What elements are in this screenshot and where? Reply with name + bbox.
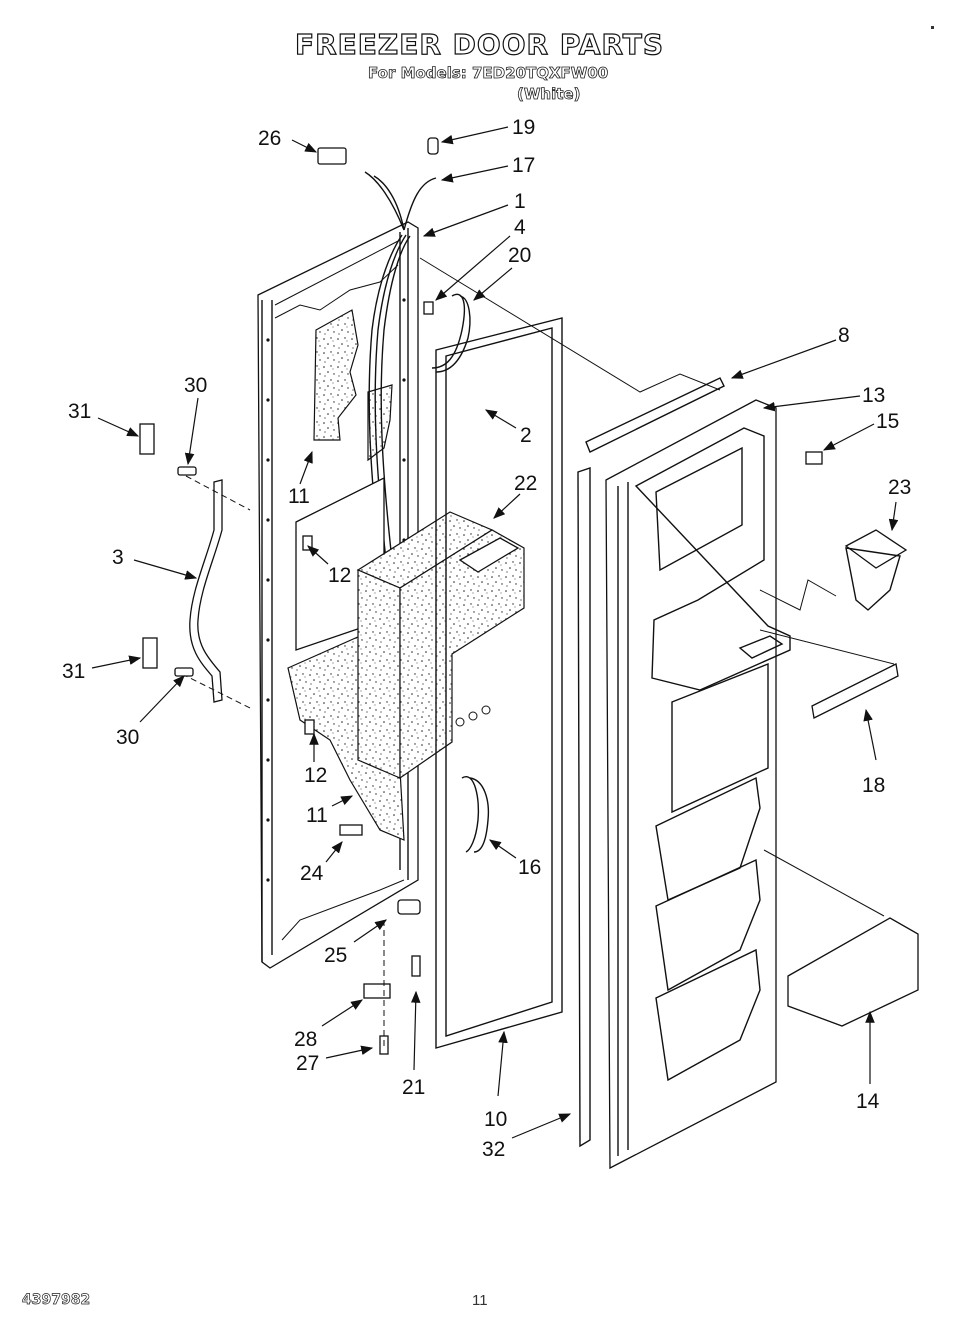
callout-24: 24 bbox=[300, 862, 324, 885]
callout-26: 26 bbox=[258, 127, 281, 150]
callout-11-upper: 11 bbox=[288, 485, 310, 508]
handle-axis-bottom bbox=[181, 673, 251, 709]
handle-axis-top bbox=[185, 475, 251, 511]
callout-10: 10 bbox=[484, 1108, 507, 1131]
callout-8: 8 bbox=[838, 324, 850, 347]
callout-12-lower: 12 bbox=[304, 764, 327, 787]
models-line: For Models: 7ED20TQXFW00 bbox=[368, 64, 609, 83]
page-number: 11 bbox=[472, 1292, 488, 1309]
drain-tube-lower bbox=[461, 776, 490, 853]
callout-20: 20 bbox=[508, 244, 531, 267]
door-handle bbox=[189, 479, 223, 703]
callout-31-bottom: 31 bbox=[62, 660, 85, 683]
switch-24 bbox=[339, 824, 363, 836]
ice-chute bbox=[844, 529, 908, 611]
insulation-strip bbox=[367, 384, 393, 462]
callout-18: 18 bbox=[862, 774, 885, 797]
guide-line-23 bbox=[759, 579, 837, 611]
leader-lines bbox=[91, 126, 899, 1139]
end-cap-bottom bbox=[142, 637, 158, 669]
callout-28: 28 bbox=[294, 1028, 317, 1051]
corner-mark bbox=[931, 26, 934, 29]
callout-30-top: 30 bbox=[184, 374, 207, 397]
callout-15: 15 bbox=[876, 410, 899, 433]
callout-25: 25 bbox=[324, 944, 347, 967]
hinge-block bbox=[363, 983, 391, 999]
inner-door-liner bbox=[605, 399, 791, 1170]
color-variant: (White) bbox=[517, 85, 581, 104]
callout-30-bottom: 30 bbox=[116, 726, 139, 749]
screw-21 bbox=[411, 955, 421, 977]
door-bin bbox=[787, 917, 919, 1027]
shelf-rail bbox=[811, 663, 899, 719]
document-number: 4397982 bbox=[22, 1292, 91, 1309]
screw-top bbox=[177, 466, 197, 476]
end-cap-top bbox=[139, 423, 155, 455]
top-trim bbox=[585, 377, 725, 453]
guide-line-8 bbox=[419, 257, 721, 393]
connector bbox=[317, 147, 347, 165]
clip-lower bbox=[304, 719, 315, 735]
callout-14: 14 bbox=[856, 1090, 880, 1113]
callout-11-lower: 11 bbox=[306, 804, 328, 827]
hinge-bracket bbox=[397, 899, 421, 915]
screw-4 bbox=[423, 301, 434, 315]
screw-19 bbox=[427, 137, 439, 155]
callout-23: 23 bbox=[888, 476, 911, 499]
gasket-strip bbox=[577, 467, 591, 1148]
callout-21: 21 bbox=[402, 1076, 425, 1099]
callout-27: 27 bbox=[296, 1052, 319, 1075]
callout-3: 3 bbox=[112, 546, 124, 569]
callout-1: 1 bbox=[514, 190, 526, 213]
screw-bottom bbox=[174, 667, 194, 677]
page-title: FREEZER DOOR PARTS bbox=[294, 27, 665, 61]
screw-15 bbox=[805, 451, 823, 465]
guide-line-14 bbox=[763, 849, 885, 917]
callout-13: 13 bbox=[862, 384, 885, 407]
guide-line-18 bbox=[759, 629, 895, 665]
callout-4: 4 bbox=[514, 216, 526, 239]
callout-2: 2 bbox=[520, 424, 532, 447]
dispenser-housing bbox=[356, 511, 525, 780]
door-gasket bbox=[435, 317, 563, 1049]
callout-17: 17 bbox=[512, 154, 535, 177]
callout-19: 19 bbox=[512, 116, 535, 139]
callout-31-top: 31 bbox=[68, 400, 91, 423]
callout-labels: 26 19 17 1 4 20 8 13 15 30 31 2 22 23 11… bbox=[62, 116, 911, 1161]
callout-12-upper: 12 bbox=[328, 564, 351, 587]
callout-22: 22 bbox=[514, 472, 537, 495]
callout-16: 16 bbox=[518, 856, 541, 879]
insulation-upper bbox=[313, 309, 359, 441]
callout-32: 32 bbox=[482, 1138, 505, 1161]
tube-upper bbox=[431, 293, 471, 373]
